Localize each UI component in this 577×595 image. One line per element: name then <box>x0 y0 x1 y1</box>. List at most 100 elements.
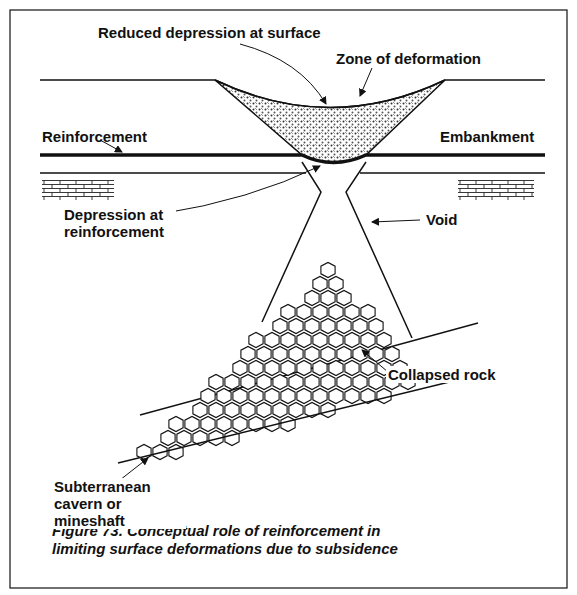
rock-fragment <box>353 374 367 389</box>
rock-fragment <box>249 388 263 403</box>
rock-hatch <box>458 180 534 200</box>
rock-surface <box>40 172 545 173</box>
rock-fragment <box>313 332 327 347</box>
reinforcement-layer <box>40 155 545 163</box>
rock-fragment <box>241 374 255 389</box>
zone-label: Zone of deformation <box>336 50 481 67</box>
rock-fragment <box>281 360 295 375</box>
rock-fragment <box>337 290 351 305</box>
leader-line <box>120 458 148 480</box>
rock-fragment <box>321 346 335 361</box>
rock-fragment <box>249 332 263 347</box>
rock-fragment <box>201 388 215 403</box>
rock-fragment <box>185 416 199 431</box>
rock-fragment <box>177 430 191 445</box>
rock-fragment <box>217 388 231 403</box>
rock-fragment <box>273 374 287 389</box>
rock-fragment <box>281 304 295 319</box>
rock-fragment <box>337 374 351 389</box>
cavern-label: Subterranean cavern or mineshaft <box>52 478 186 529</box>
rock-fragment <box>265 388 279 403</box>
rock-fragment <box>241 346 255 361</box>
leader-line <box>160 166 320 214</box>
rock-fragment <box>273 402 287 417</box>
rock-fragment <box>281 332 295 347</box>
rock-fragment <box>169 416 183 431</box>
rock-fragment <box>329 304 343 319</box>
rock-fragment <box>289 374 303 389</box>
rock-fragment <box>313 304 327 319</box>
rock-fragment <box>265 360 279 375</box>
rock-fragment <box>233 360 247 375</box>
rock-fragment <box>345 360 359 375</box>
rock-fragment <box>289 318 303 333</box>
cavern-floor <box>118 374 482 463</box>
rock-fragment <box>361 360 375 375</box>
rock-fragment <box>225 430 239 445</box>
rock-hatch <box>42 180 114 200</box>
rock-fragment <box>321 318 335 333</box>
rock-fragment <box>257 374 271 389</box>
rock-fragment <box>297 332 311 347</box>
rock-fragment <box>305 290 319 305</box>
rock-fragment <box>273 318 287 333</box>
rock-fragment <box>369 346 383 361</box>
rock-fragment <box>345 388 359 403</box>
rock-fragment <box>209 402 223 417</box>
rock-fragment <box>329 388 343 403</box>
void-outline <box>262 162 412 338</box>
rock-fragment <box>329 332 343 347</box>
rock-fragment <box>321 374 335 389</box>
rock-fragment <box>329 360 343 375</box>
rock-fragment <box>353 318 367 333</box>
rock-fragment <box>193 402 207 417</box>
rock-fragment <box>201 416 215 431</box>
rock-fragment <box>257 346 271 361</box>
rock-fragment <box>377 388 391 403</box>
rock-fragment <box>289 346 303 361</box>
rock-fragment <box>217 416 231 431</box>
frame <box>10 10 567 588</box>
surface-label: Reduced depression at surface <box>98 24 321 41</box>
rock-fragment <box>273 346 287 361</box>
rock-fragment <box>305 346 319 361</box>
leader-line <box>360 68 372 96</box>
rock-label: Collapsed rock <box>386 366 498 383</box>
rock-fragment <box>225 374 239 389</box>
rock-fragment <box>337 346 351 361</box>
rock-fragment <box>361 332 375 347</box>
rock-fragment <box>353 346 367 361</box>
leader-line <box>372 220 420 222</box>
collapsed-rock-pile <box>137 262 415 459</box>
rock-fragment <box>329 276 343 291</box>
rock-fragment <box>209 374 223 389</box>
rock-fragment <box>281 388 295 403</box>
embankment-label: Embankment <box>440 128 534 145</box>
reinforcement-label: Reinforcement <box>42 128 147 145</box>
rock-fragment <box>369 318 383 333</box>
rock-fragment <box>369 374 383 389</box>
rock-fragment <box>289 402 303 417</box>
rock-fragment <box>305 318 319 333</box>
deformation-zone <box>215 80 445 163</box>
rock-fragment <box>377 332 391 347</box>
rock-fragment <box>321 262 335 277</box>
rock-fragment <box>321 290 335 305</box>
rock-fragment <box>241 402 255 417</box>
rock-fragment <box>281 416 295 431</box>
rock-fragment <box>345 332 359 347</box>
rock-fragment <box>257 402 271 417</box>
leader-line <box>362 350 388 372</box>
rock-fragment <box>305 374 319 389</box>
rock-fragment <box>345 304 359 319</box>
void-label: Void <box>424 211 459 228</box>
rock-fragment <box>161 430 175 445</box>
rock-fragment <box>313 276 327 291</box>
ground-surface <box>40 80 545 108</box>
rock-fragment <box>265 332 279 347</box>
rock-fragment <box>297 360 311 375</box>
rock-fragment <box>361 304 375 319</box>
rock-fragment <box>233 416 247 431</box>
rock-fragment <box>385 346 399 361</box>
rock-fragment <box>249 360 263 375</box>
